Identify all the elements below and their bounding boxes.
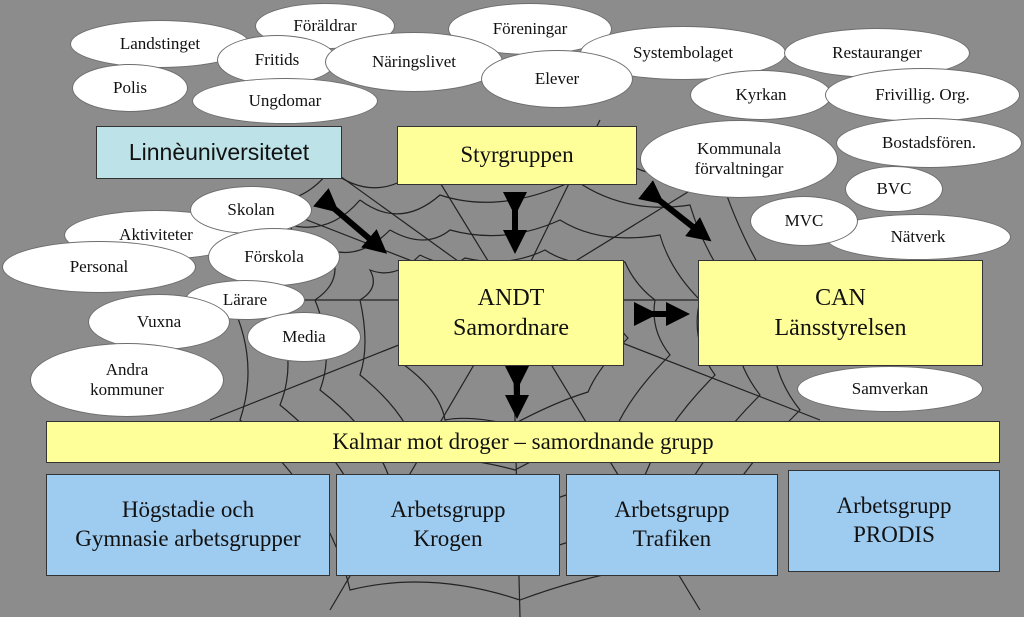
arrow-linne-andt — [330, 205, 378, 246]
arrow-kommunala-andt — [655, 197, 702, 234]
